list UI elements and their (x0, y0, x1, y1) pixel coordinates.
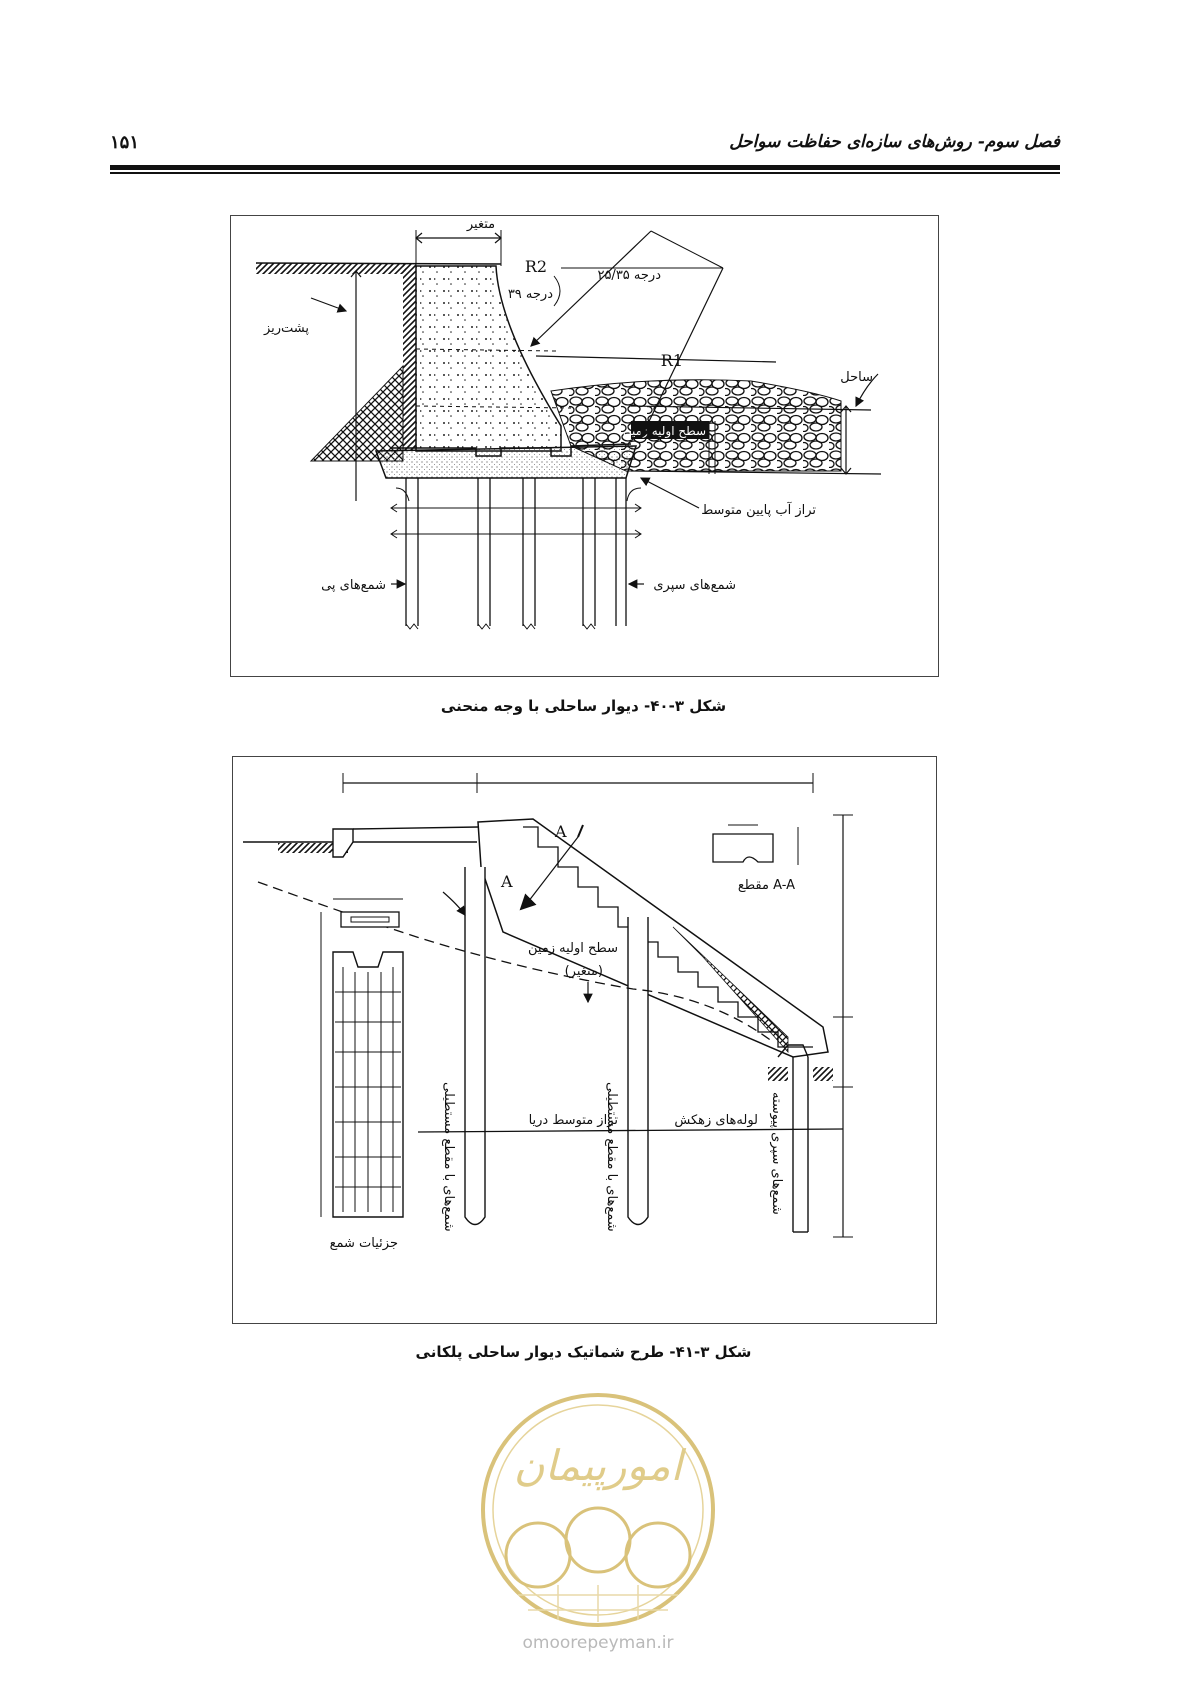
rect-pile-left (464, 867, 486, 1226)
pile-reinforcement-grid (335, 967, 401, 1212)
fig2-rect-piles-middle-label: شمع‌های با مقطع مستطیلی (604, 1082, 619, 1232)
stepped-wall (477, 818, 829, 1058)
fig2-variable-label: (متغیر) (565, 964, 603, 979)
fig2-a-bottom-label: A (500, 872, 513, 891)
watermark-logo-text: امورپیمان (514, 1441, 687, 1491)
drain-cap-top (332, 828, 354, 858)
fig2-pile-details-label: جزئیات شمع (330, 1236, 398, 1251)
page-number: ۱۵۱ (110, 132, 140, 153)
initial-ground-label-box (631, 421, 709, 439)
figure-1-caption: شکل ۳-۴۰- دیوار ساحلی با وجه منحنی (440, 697, 727, 715)
fig1-backfill-label: پشت‌ریز (263, 321, 309, 336)
fig1-variable-label: متغیر (466, 217, 495, 232)
header-rule-thick (110, 165, 1060, 170)
fig2-initial-ground-label: سطح اولیه زمین (528, 941, 618, 956)
figure-curved-seawall: سطح اولیه زمین متغیر R2 ۲۵/۳۵ درجه ۳۹ در… (230, 215, 939, 677)
fig2-a-top-label: A (554, 822, 567, 841)
fig2-drain-pipes-label: لوله‌های زهکش (674, 1113, 758, 1128)
fig2-mean-sea-level-label: تراز متوسط دریا (529, 1113, 619, 1128)
fig1-angle-39-label: ۳۹ درجه (508, 287, 553, 302)
existing-ground-hatch (256, 263, 406, 274)
stepped-seawall-drawing: مقطع A-A A A سطح اولیه زمین (متغیر) تراز… (243, 773, 853, 1251)
fig1-mean-low-water-label: تراز آب پایین متوسط (701, 501, 816, 518)
watermark-url: omoorepeyman.ir (522, 1633, 674, 1653)
fig1-foundation-piles-label: شمع‌های پی (321, 578, 386, 593)
watermark-logo: امورپیمان (478, 1390, 718, 1630)
section-aa-detail (712, 833, 774, 863)
fig2-section-aa-label: مقطع A-A (738, 878, 795, 893)
concrete-wall (415, 265, 562, 452)
fig1-shore-label: ساحل (840, 370, 873, 385)
fig1-r1-label: R1 (661, 351, 683, 370)
fig2-rect-piles-left-label: شمع‌های با مقطع مستطیلی (441, 1082, 456, 1232)
fig1-sheet-piles-label: شمع‌های سپری (653, 578, 736, 593)
fig1-initial-ground-label: سطح اولیه زمین (623, 424, 706, 439)
fig2-continuous-sheet-piles-label: شمع‌های سپری پیوسته (769, 1092, 784, 1215)
rect-pile-middle (627, 917, 649, 1226)
foundation-piles (405, 478, 627, 626)
chapter-title: فصل سوم- روش‌های سازه‌ای حفاظت سواحل (729, 132, 1060, 152)
wall-back-hatch (403, 263, 416, 451)
fig1-r2-label: R2 (525, 257, 547, 276)
figure-2-caption: شکل ۳-۴۱- طرح شماتیک دیوار ساحلی پلکانی (415, 1343, 752, 1361)
page-header: فصل سوم- روش‌های سازه‌ای حفاظت سواحل ۱۵۱ (110, 128, 1060, 168)
fig1-angle-25-35-label: ۲۵/۳۵ درجه (597, 268, 661, 283)
backfill-embankment (309, 364, 404, 462)
figure-stepped-seawall: مقطع A-A A A سطح اولیه زمین (متغیر) تراز… (232, 756, 937, 1324)
curved-seawall-drawing: سطح اولیه زمین متغیر R2 ۲۵/۳۵ درجه ۳۹ در… (255, 217, 882, 630)
header-rule-thin (110, 172, 1060, 174)
